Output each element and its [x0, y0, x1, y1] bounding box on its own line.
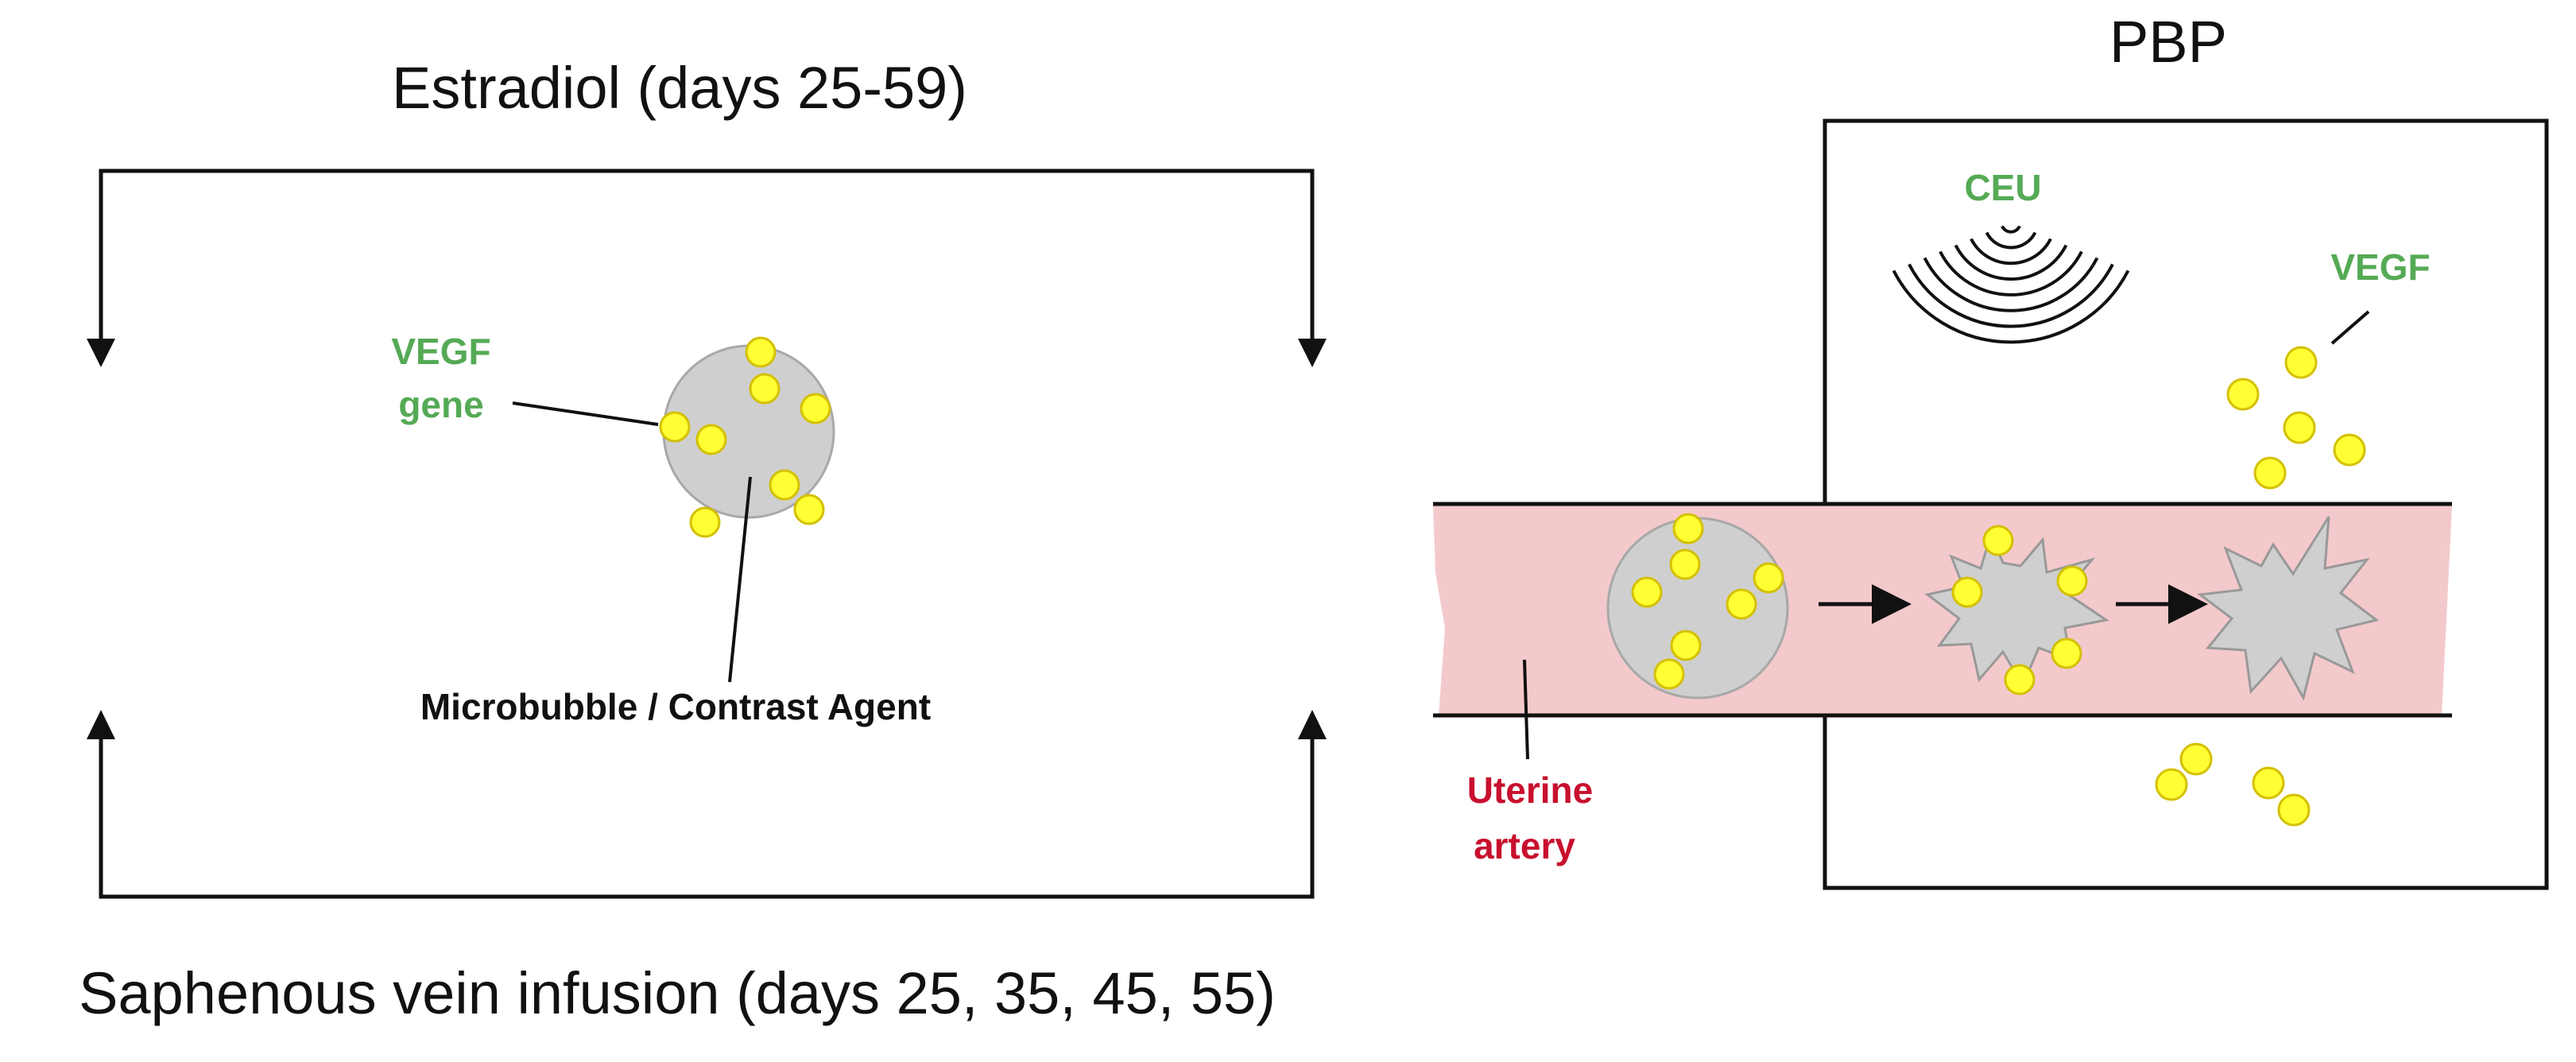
vegf-dot — [2283, 411, 2316, 444]
estradiol-arrow-left — [87, 339, 115, 367]
vegf-gene-label: VEGF gene — [391, 331, 659, 426]
gene-dot — [800, 393, 831, 424]
gene-dot — [1951, 576, 1983, 608]
burst-bubble-shell — [2197, 516, 2380, 702]
infusion-arrow-left — [87, 710, 115, 739]
vegf-dot — [2226, 378, 2260, 411]
released-vegf-dots-upper — [2226, 346, 2366, 490]
gene-dot — [1669, 548, 1701, 580]
burst-shell-empty — [2197, 516, 2380, 702]
vegf-dot — [2253, 456, 2287, 490]
microbubble — [1606, 517, 1789, 700]
vegf-dot — [2284, 346, 2318, 379]
uterine-artery-label-line1: Uterine — [1467, 769, 1593, 811]
vegf-gene-leader — [512, 401, 659, 426]
infusion-bracket — [87, 710, 1327, 899]
uterine-artery-label-line2: artery — [1474, 825, 1575, 866]
gene-dot — [1753, 562, 1784, 594]
bursting-bubble — [1924, 525, 2109, 696]
vegf-dot — [2252, 766, 2285, 800]
gene-dot — [749, 373, 781, 405]
gene-dot — [2004, 664, 2036, 696]
infusion-arrow-right — [1298, 710, 1327, 739]
ceu-label: CEU — [1964, 167, 2041, 208]
released-vegf-leader — [2330, 310, 2370, 345]
vegf-dot — [2179, 742, 2213, 776]
intact-bubble-in-vessel — [1606, 513, 1789, 700]
gene-dot — [1631, 576, 1663, 608]
pbp-title: PBP — [2109, 9, 2227, 75]
uterine-artery-leader — [1523, 659, 1529, 760]
vegf-dot — [2333, 433, 2366, 467]
microbubble-with-vegf-gene — [659, 336, 835, 538]
estradiol-label: Estradiol (days 25-59) — [392, 55, 967, 121]
released-vegf-label: VEGF — [2330, 246, 2431, 345]
gene-dot — [1670, 630, 1702, 661]
gene-dot — [2056, 565, 2088, 597]
vegf-dot — [2155, 768, 2188, 801]
microbubble-label: Microbubble / Contrast Agent — [420, 686, 931, 727]
released-vegf-dots-lower — [2155, 742, 2311, 827]
infusion-label: Saphenous vein infusion (days 25, 35, 45… — [79, 960, 1276, 1026]
vegf-gene-label-line1: VEGF — [391, 331, 490, 372]
uterine-artery-label: Uterine artery — [1467, 659, 1593, 866]
ultrasound-waves-icon — [1892, 225, 2130, 344]
gene-dot — [1726, 588, 1757, 620]
released-vegf-text: VEGF — [2330, 246, 2430, 288]
gene-dot — [1653, 658, 1685, 690]
gene-dot — [659, 411, 691, 443]
gene-dot — [745, 336, 777, 368]
gene-dot — [2051, 638, 2082, 669]
gene-dot — [695, 424, 727, 455]
vegf-gene-label-line2: gene — [398, 384, 483, 425]
gene-dot — [1982, 525, 2014, 556]
vegf-dot — [2277, 793, 2311, 827]
estradiol-arrow-right — [1298, 339, 1327, 367]
gene-dot — [769, 469, 800, 501]
microbubble-leader — [728, 476, 752, 683]
estradiol-bracket — [87, 169, 1327, 367]
gene-dot — [1672, 513, 1704, 545]
gene-dot — [793, 494, 825, 525]
gene-dot — [689, 506, 721, 538]
pbp-box — [1823, 118, 2549, 890]
